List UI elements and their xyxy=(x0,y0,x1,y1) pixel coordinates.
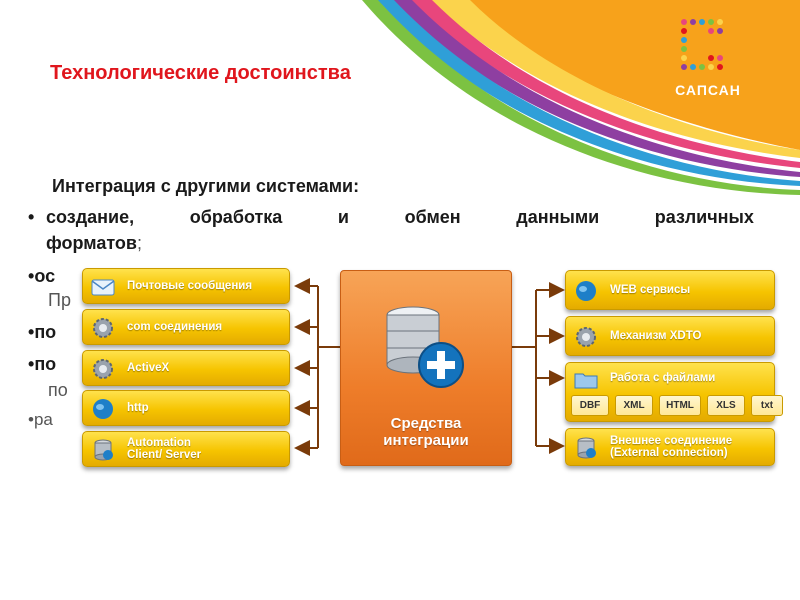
card-mail: Почтовые сообщения xyxy=(82,268,290,304)
card-label: http xyxy=(127,402,149,414)
logo-dot xyxy=(708,64,714,70)
logo-dot xyxy=(708,28,714,34)
logo-dot xyxy=(708,55,714,61)
bullet-marker: • xyxy=(28,207,35,227)
partial-bullet-3: •по xyxy=(28,322,57,342)
bullet-word: обмен xyxy=(404,207,461,227)
card-automation: Automation Client/ Server xyxy=(82,431,290,467)
partial-bullet-2: •ос xyxy=(28,266,56,286)
database-icon xyxy=(386,306,464,388)
logo-dot xyxy=(717,64,723,70)
file-format-chip: HTML xyxy=(659,395,701,416)
logo-dot xyxy=(699,64,705,70)
gear-icon xyxy=(91,316,115,340)
logo-dot xyxy=(681,46,687,52)
logo-dot xyxy=(681,37,687,43)
bullet-text-line1: создание, обработка и обмен данными различных xyxy=(46,204,754,230)
file-format-chip: txt xyxy=(751,395,783,416)
card-external-connection: Внешнее соединение (External connection) xyxy=(565,428,775,466)
card-label: WEB сервисы xyxy=(610,284,691,296)
mail-icon xyxy=(91,275,115,299)
card-web-services: WEB сервисы xyxy=(565,270,775,310)
card-label: Работа с файлами xyxy=(610,372,716,384)
logo-dot xyxy=(681,19,687,25)
file-format-list: DBF XML HTML XLS txt xyxy=(571,395,783,416)
bullet-word: создание, xyxy=(46,207,135,227)
file-format-chip: XML xyxy=(615,395,653,416)
card-xdto: Механизм XDTO xyxy=(565,316,775,356)
card-label: ActiveX xyxy=(127,362,170,374)
card-label: Почтовые сообщения xyxy=(127,280,253,292)
card-files: Работа с файлами DBF XML HTML XLS txt xyxy=(565,362,783,422)
bullet-word: и xyxy=(337,207,349,227)
center-label: Средства интеграции xyxy=(383,415,469,449)
bullet-word: обработка xyxy=(189,207,283,227)
logo-dot xyxy=(681,55,687,61)
card-label: Механизм XDTO xyxy=(610,330,702,342)
page-title: Технологические достоинства xyxy=(50,62,351,84)
integration-diagram: Почтовые сообщения com соединения Active… xyxy=(78,258,788,480)
logo-dot xyxy=(699,19,705,25)
card-label: com соединения xyxy=(127,321,223,333)
partial-bullet-5: •ра xyxy=(28,410,53,429)
logo-dot xyxy=(717,19,723,25)
integration-center-block: Средства интеграции xyxy=(340,270,512,466)
file-format-chip: XLS xyxy=(707,395,745,416)
logo-dot xyxy=(708,19,714,25)
bullet-word: данными xyxy=(516,207,600,227)
folder-icon xyxy=(574,368,598,392)
subtitle: Интеграция с другими системами: xyxy=(52,176,360,196)
gear-icon xyxy=(91,357,115,381)
partial-bullet-4-line2: по xyxy=(48,380,68,400)
card-label: Внешнее соединение (External connection) xyxy=(610,435,733,459)
server-icon xyxy=(91,438,115,462)
card-http: http xyxy=(82,390,290,426)
card-com: com соединения xyxy=(82,309,290,345)
logo-dot xyxy=(717,28,723,34)
logo-text: САПСАН xyxy=(675,82,741,98)
gear-icon xyxy=(574,325,598,349)
bullet-item: • создание, обработка и обмен данными различн… xyxy=(28,204,754,256)
card-activex: ActiveX xyxy=(82,350,290,386)
partial-bullet-2-line2: Пр xyxy=(48,290,71,310)
logo-dot xyxy=(690,19,696,25)
card-label: Automation Client/ Server xyxy=(127,437,202,461)
partial-bullet-4: •по xyxy=(28,354,57,374)
logo-dot xyxy=(717,55,723,61)
file-format-chip: DBF xyxy=(571,395,609,416)
logo-dot xyxy=(681,64,687,70)
globe-icon xyxy=(574,279,598,303)
logo-dot xyxy=(690,64,696,70)
server-icon xyxy=(574,436,598,460)
bullet-text-line2: форматов; xyxy=(46,233,143,253)
globe-icon xyxy=(91,397,115,421)
logo-dot xyxy=(681,28,687,34)
diagram-arrows xyxy=(294,278,565,456)
bullet-word: различных xyxy=(654,207,754,227)
